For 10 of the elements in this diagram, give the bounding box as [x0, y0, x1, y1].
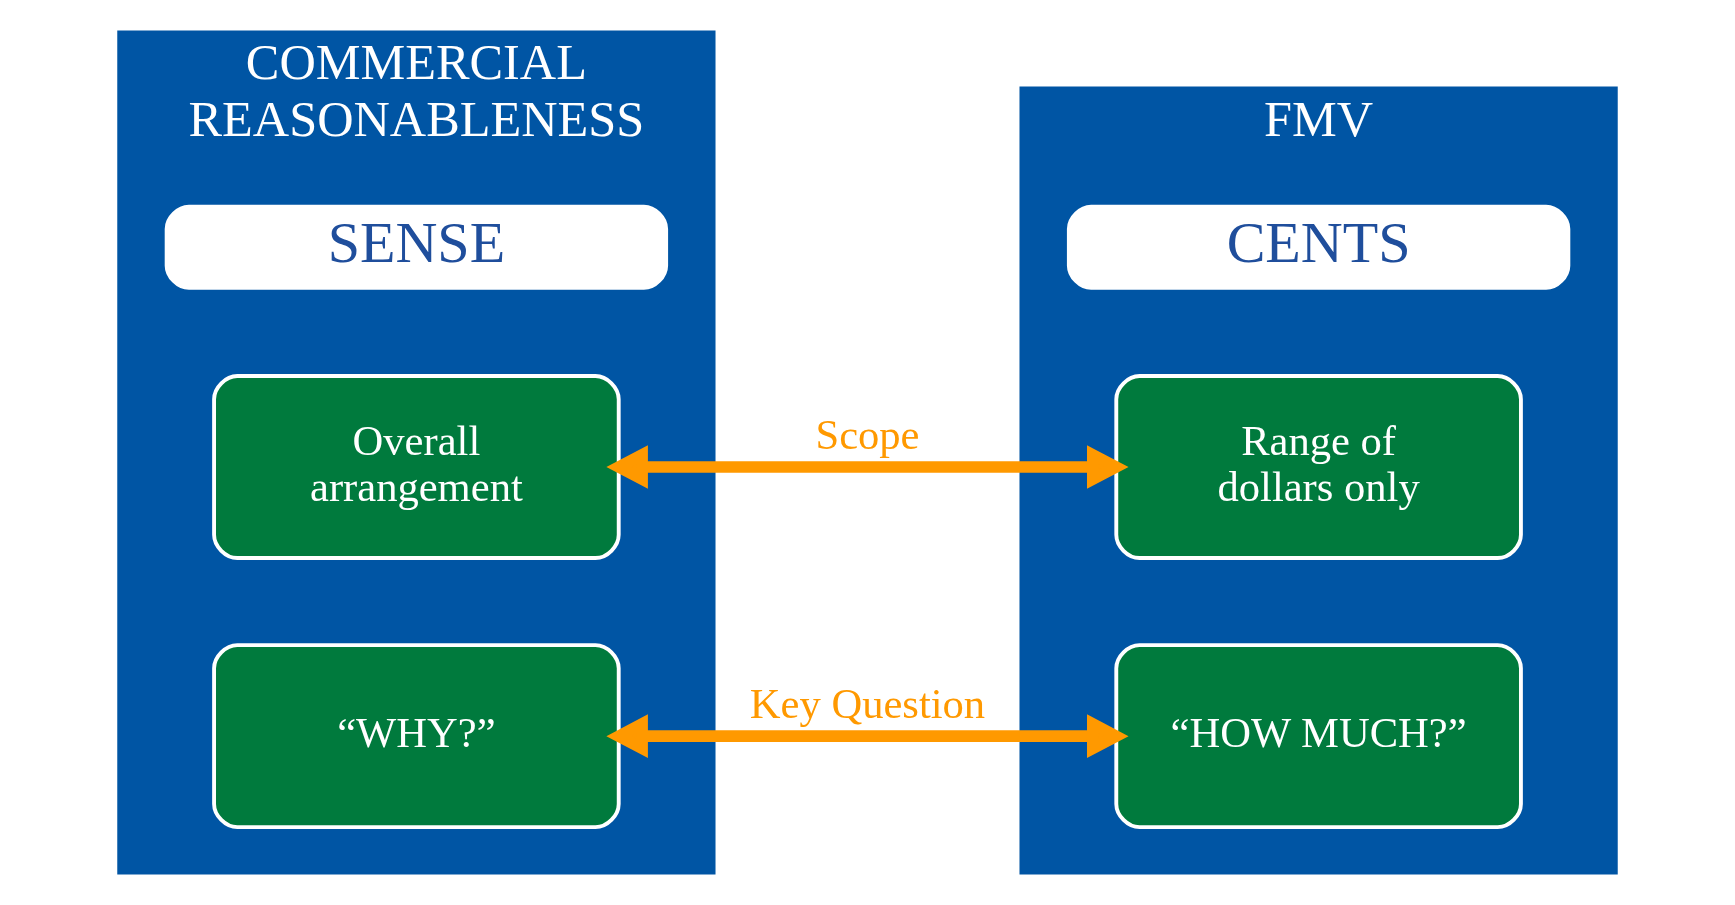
arrow: [606, 714, 1129, 758]
edge-label: Key Question: [749, 679, 986, 727]
node-box: Overall arrangement: [212, 374, 621, 560]
node-box: “HOW MUCH?”: [1114, 643, 1523, 830]
arrow: [606, 445, 1129, 489]
node-box: CENTS: [1066, 204, 1571, 290]
node-box: SENSE: [164, 204, 669, 290]
node-box: “WHY?”: [212, 643, 621, 830]
node-box: Range of dollars only: [1114, 374, 1523, 560]
edge-label: Scope: [815, 410, 920, 458]
